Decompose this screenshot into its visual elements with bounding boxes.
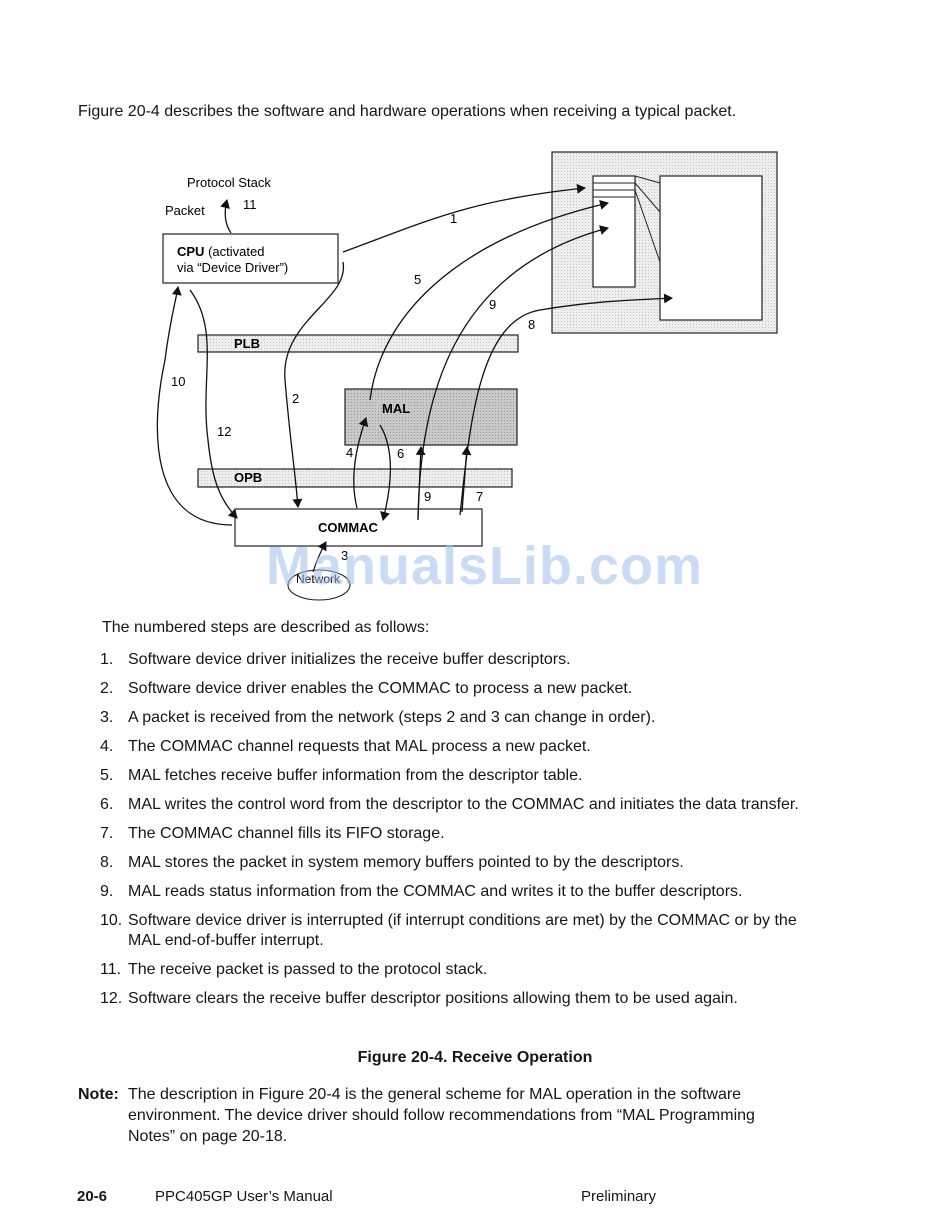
commac-label: COMMAC bbox=[318, 520, 379, 535]
figure-caption: Figure 20-4. Receive Operation bbox=[357, 1049, 593, 1066]
step-label-10: 10 bbox=[171, 374, 185, 389]
list-item: 12.Software clears the receive buffer de… bbox=[100, 990, 738, 1007]
list-item: 2.Software device driver enables the COM… bbox=[100, 680, 633, 697]
plb-label: PLB bbox=[234, 336, 260, 351]
packet-label: Packet bbox=[165, 203, 205, 218]
steps-intro: The numbered steps are described as foll… bbox=[102, 619, 430, 636]
step-label-5: 5 bbox=[414, 272, 421, 287]
step-label-4: 4 bbox=[346, 445, 353, 460]
note-text: The description in Figure 20-4 is the ge… bbox=[128, 1086, 755, 1145]
list-item: 11.The receive packet is passed to the p… bbox=[100, 961, 488, 978]
list-item: 10.Software device driver is interrupted… bbox=[100, 912, 797, 949]
list-item: 1.Software device driver initializes the… bbox=[100, 651, 571, 668]
protocol-stack-label: Protocol Stack bbox=[187, 175, 271, 190]
receive-operation-diagram: CPU (activated via “Device Driver”) Prot… bbox=[156, 151, 778, 601]
cpu-label-bold: CPU bbox=[177, 244, 204, 259]
step-label-9-upper: 9 bbox=[489, 297, 496, 312]
network-ellipse bbox=[287, 569, 351, 601]
cpu-label-line2: via “Device Driver”) bbox=[177, 260, 288, 275]
preliminary-label: Preliminary bbox=[581, 1188, 657, 1205]
watermark: ManualsLib.com bbox=[266, 536, 704, 596]
cpu-box bbox=[162, 233, 339, 284]
mal-label: MAL bbox=[382, 401, 410, 416]
buffer-memory bbox=[659, 175, 763, 321]
manual-title: PPC405GP User’s Manual bbox=[155, 1188, 333, 1205]
step-label-8: 8 bbox=[528, 317, 535, 332]
cpu-label-rest: (activated bbox=[204, 244, 264, 259]
intro-paragraph: Figure 20-4 describes the software and h… bbox=[78, 103, 737, 120]
step-label-2: 2 bbox=[292, 391, 299, 406]
list-item: 4.The COMMAC channel requests that MAL p… bbox=[100, 738, 591, 755]
svg-text:CPU (activated: CPU (activated bbox=[177, 244, 264, 259]
opb-label: OPB bbox=[234, 470, 262, 485]
list-item: 8.MAL stores the packet in system memory… bbox=[100, 854, 684, 871]
step-label-1: 1 bbox=[450, 211, 457, 226]
page-number: 20-6 bbox=[77, 1188, 108, 1205]
step-label-3: 3 bbox=[341, 548, 348, 563]
step-label-9-lower: 9 bbox=[424, 489, 431, 504]
note-label: Note: bbox=[78, 1086, 119, 1103]
list-item: 7.The COMMAC channel fills its FIFO stor… bbox=[100, 825, 445, 842]
list-item: 6.MAL writes the control word from the d… bbox=[100, 796, 799, 813]
steps-list: 1.Software device driver initializes the… bbox=[100, 650, 800, 1018]
plb-bus bbox=[197, 334, 519, 353]
step-label-12: 12 bbox=[217, 424, 231, 439]
step-label-6: 6 bbox=[397, 446, 404, 461]
network-label: Network bbox=[296, 572, 341, 586]
list-item: 3.A packet is received from the network … bbox=[100, 709, 656, 726]
note-block: Note: The description in Figure 20-4 is … bbox=[78, 1084, 798, 1147]
step-label-7: 7 bbox=[476, 489, 483, 504]
step-label-11: 11 bbox=[243, 197, 257, 212]
list-item: 5.MAL fetches receive buffer information… bbox=[100, 767, 583, 784]
mal-box bbox=[344, 388, 518, 446]
commac-box bbox=[234, 508, 483, 547]
list-item: 9.MAL reads status information from the … bbox=[100, 883, 743, 900]
descriptor-table bbox=[592, 175, 636, 288]
